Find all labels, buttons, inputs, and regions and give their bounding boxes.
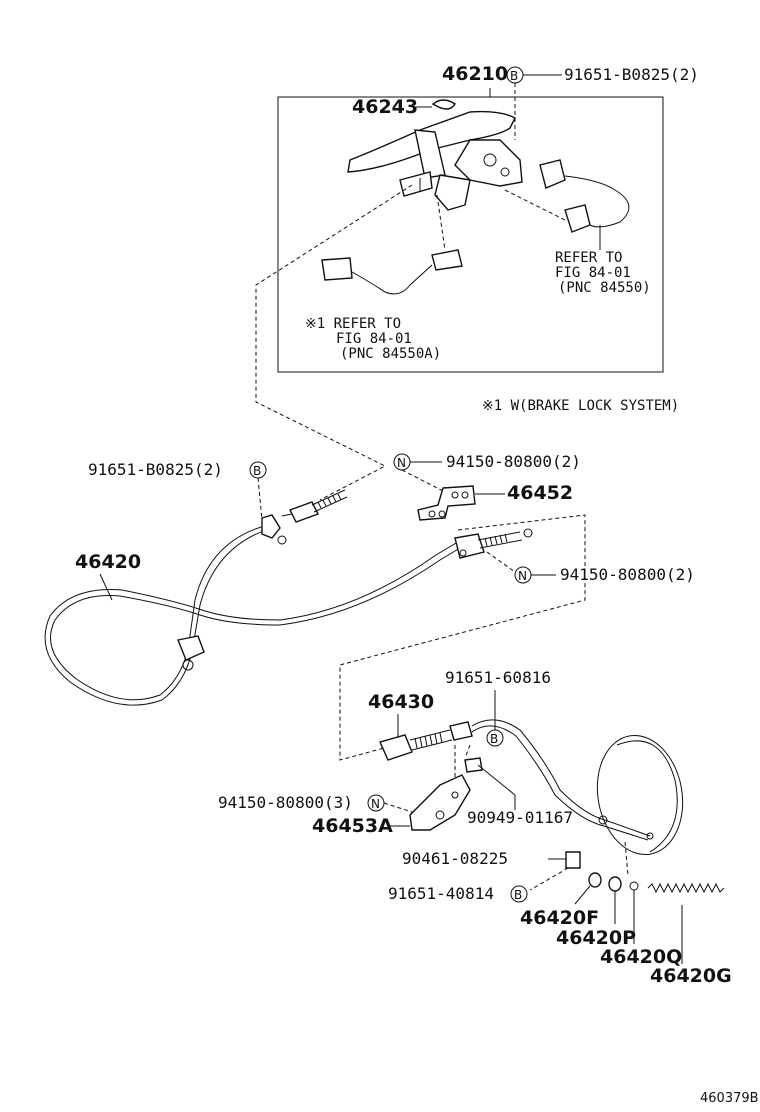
part-46420Q xyxy=(629,881,639,891)
svg-text:N: N xyxy=(397,456,406,470)
refer-note-left-3: (PNC 84550A) xyxy=(340,346,441,362)
svg-text:B: B xyxy=(253,464,261,478)
svg-text:B: B xyxy=(490,732,498,746)
label-91651-40814[interactable]: 91651-40814 xyxy=(388,884,494,903)
label-91651-B0825-left[interactable]: 91651-B0825(2) xyxy=(88,460,223,479)
cable-grommet xyxy=(177,635,205,661)
label-46420G[interactable]: 46420G xyxy=(650,965,732,987)
label-90461-08225[interactable]: 90461-08225 xyxy=(402,849,508,868)
figure-number: 460379B xyxy=(700,1091,759,1106)
brake-backing-plate xyxy=(596,734,684,856)
label-46420Q[interactable]: 46420Q xyxy=(600,946,682,968)
equalizer-end xyxy=(454,533,485,559)
part-46420F xyxy=(588,872,602,888)
switch-connector-right xyxy=(539,159,566,189)
label-91651-60816[interactable]: 91651-60816 xyxy=(445,668,551,687)
label-94150-80800-c[interactable]: 94150-80800(3) xyxy=(218,793,353,812)
part-46420P xyxy=(608,876,622,892)
rear-cable-end xyxy=(379,734,413,761)
svg-text:N: N xyxy=(518,569,527,583)
label-94150-80800-a[interactable]: 94150-80800(2) xyxy=(446,452,581,471)
marker-b-bottom: B xyxy=(510,885,528,903)
brake-lock-system-note: ※1 W(BRAKE LOCK SYSTEM) xyxy=(482,398,679,414)
cap-46243 xyxy=(431,99,456,110)
switch-connector-left xyxy=(321,257,353,281)
marker-b-mid: B xyxy=(486,729,504,747)
marker-b-top: B xyxy=(506,66,524,84)
label-46210[interactable]: 46210 xyxy=(442,63,508,85)
label-46420[interactable]: 46420 xyxy=(75,551,141,573)
label-90949-01167[interactable]: 90949-01167 xyxy=(467,808,573,827)
svg-text:B: B xyxy=(510,69,518,83)
clip-90461 xyxy=(565,851,581,869)
lever-46453A xyxy=(409,774,471,831)
spring-46420G xyxy=(647,882,725,894)
label-46453A[interactable]: 46453A xyxy=(312,815,393,837)
bracket-46452 xyxy=(417,485,476,521)
label-91651-B0825-top[interactable]: 91651-B0825(2) xyxy=(564,65,699,84)
label-46243[interactable]: 46243 xyxy=(352,96,418,118)
label-94150-80800-b[interactable]: 94150-80800(2) xyxy=(560,565,695,584)
marker-n-b: N xyxy=(514,566,532,584)
label-46452[interactable]: 46452 xyxy=(507,482,573,504)
front-cable-upper xyxy=(187,524,269,651)
refer-note-right-3: (PNC 84550) xyxy=(558,280,651,296)
front-cable-end-rod xyxy=(261,514,281,539)
rear-cable xyxy=(471,719,651,837)
refer-note-left-2[interactable]: FIG 84-01 xyxy=(336,331,412,347)
marker-b-left: B xyxy=(249,461,267,479)
lever-assembly-frame xyxy=(277,96,664,373)
marker-n-c: N xyxy=(367,794,385,812)
refer-note-right-1: REFER TO xyxy=(555,250,622,266)
label-46420F[interactable]: 46420F xyxy=(520,907,599,929)
refer-note-right-2[interactable]: FIG 84-01 xyxy=(555,265,631,281)
svg-text:N: N xyxy=(371,797,380,811)
svg-text:B: B xyxy=(514,888,522,902)
label-46430[interactable]: 46430 xyxy=(368,691,434,713)
label-46420P[interactable]: 46420P xyxy=(556,927,636,949)
front-cable-loop xyxy=(50,547,461,701)
marker-n-a: N xyxy=(393,453,411,471)
refer-note-left-1: ※1 REFER TO xyxy=(305,316,401,332)
